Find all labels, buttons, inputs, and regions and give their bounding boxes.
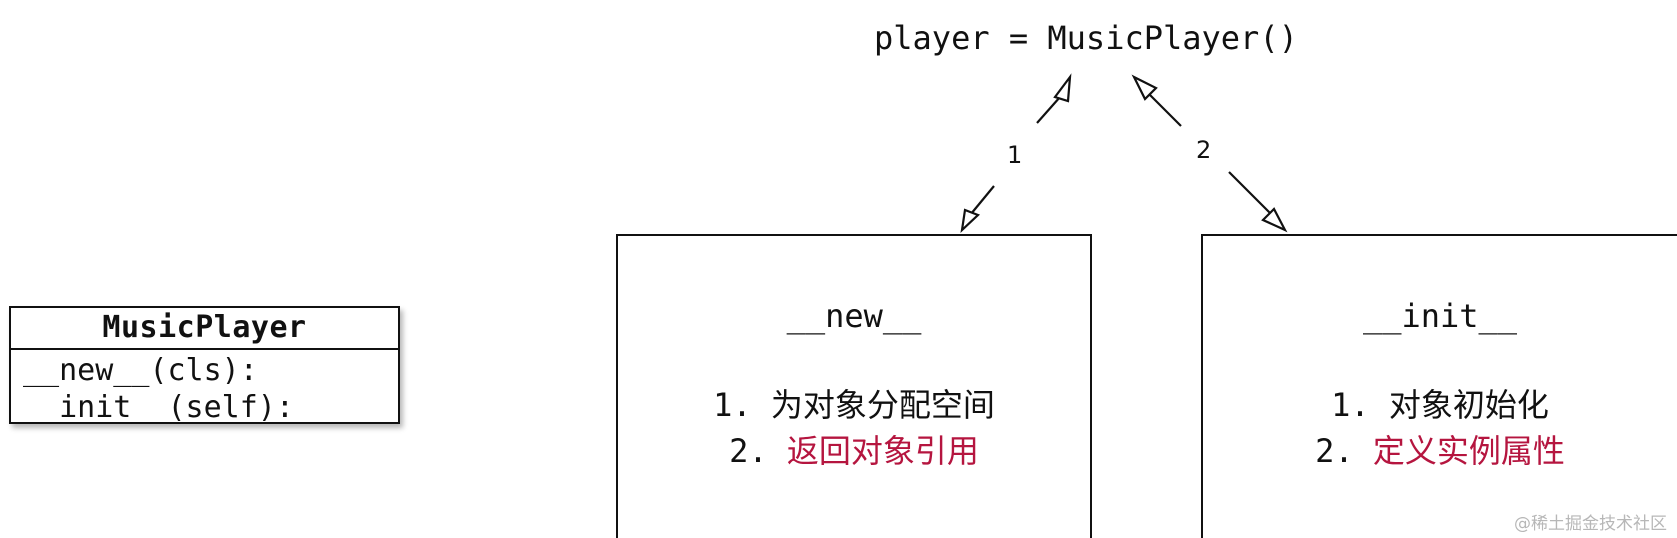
- init-step-2-text: 定义实例属性: [1372, 432, 1565, 470]
- method-init: __init__(self):: [23, 390, 294, 425]
- arrow-1-lower-line: [965, 185, 995, 221]
- init-step-2: 2. 定义实例属性: [1203, 428, 1677, 474]
- new-step-box: __new__ 1. 为对象分配空间 2. 返回对象引用: [616, 234, 1092, 538]
- init-step-1: 1. 对象初始化: [1203, 382, 1677, 428]
- new-step-2-text: 返回对象引用: [786, 432, 979, 470]
- arrow-1-head-down: [960, 208, 981, 233]
- arrow-2-lower-line: [1228, 171, 1271, 214]
- method-new: __new__(cls):: [23, 353, 258, 388]
- init-step-list: 1. 对象初始化 2. 定义实例属性: [1203, 382, 1677, 474]
- arrow-1-head-up: [1053, 73, 1072, 103]
- arrow-2-head-down: [1261, 207, 1288, 233]
- init-step-1-text: 对象初始化: [1388, 386, 1549, 424]
- arrow-1-upper-line: [1036, 87, 1069, 124]
- watermark: @稀土掘金技术社区: [1514, 514, 1667, 534]
- new-step-1-text: 为对象分配空间: [770, 386, 995, 424]
- new-step-1: 1. 为对象分配空间: [618, 382, 1090, 428]
- init-step-box: __init__ 1. 对象初始化 2. 定义实例属性: [1201, 234, 1677, 538]
- arrow-2-head-up: [1131, 74, 1158, 101]
- arrow-1-label: 1: [1007, 141, 1023, 169]
- class-box: MusicPlayer __new__(cls): __init__(self)…: [9, 306, 400, 425]
- new-step-list: 1. 为对象分配空间 2. 返回对象引用: [618, 382, 1090, 474]
- arrow-2-label: 2: [1196, 136, 1212, 164]
- new-title: __new__: [786, 297, 922, 335]
- init-step-1-number: 1.: [1331, 386, 1389, 424]
- call-expression: player = MusicPlayer(): [874, 19, 1298, 57]
- new-step-1-number: 1.: [713, 386, 771, 424]
- arrow-2-upper-line: [1147, 92, 1182, 127]
- new-step-2-number: 2.: [729, 432, 787, 470]
- init-title: __init__: [1362, 297, 1518, 335]
- new-step-2: 2. 返回对象引用: [618, 428, 1090, 474]
- class-name: MusicPlayer: [11, 308, 398, 350]
- init-step-2-number: 2.: [1315, 432, 1373, 470]
